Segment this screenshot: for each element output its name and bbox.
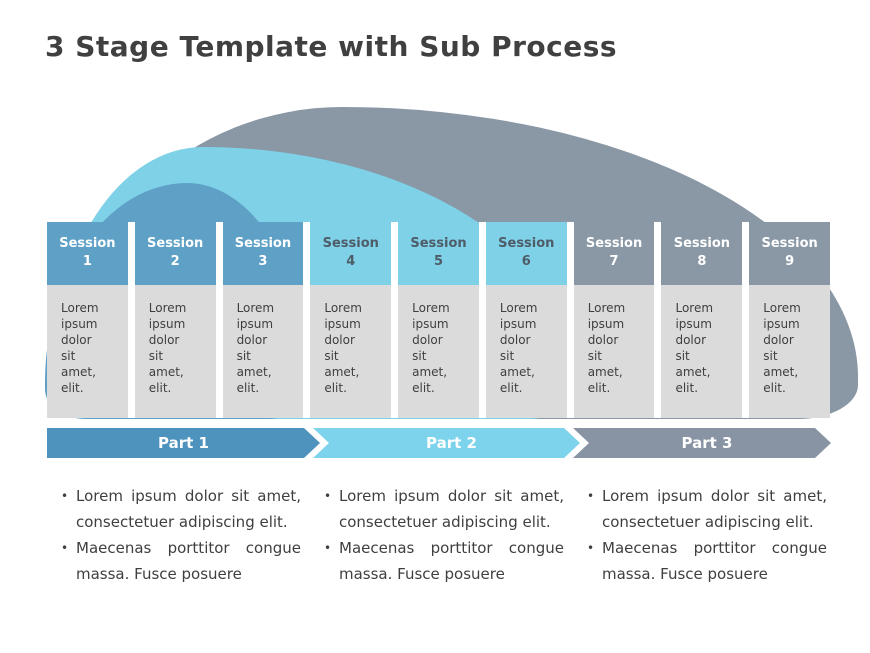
session-header-label: Session xyxy=(673,236,731,251)
stage-arrow: Part 1 xyxy=(47,428,320,458)
session-header-label: Session xyxy=(498,236,555,251)
bullet-icon: • xyxy=(61,541,69,555)
session-header: Session 3 xyxy=(222,222,304,285)
session-column: Session 3 Lorem ipsum dolor sit amet, el… xyxy=(222,222,304,418)
stage-arrow-label: Part 2 xyxy=(426,434,477,452)
bullet-icon: • xyxy=(587,489,595,503)
bullet-item: • Maecenas porttitor congue massa. Fusce… xyxy=(583,535,827,587)
session-body-text: Lorem ipsum dolor sit amet, elit. xyxy=(573,285,655,418)
session-body-text: Lorem ipsum dolor sit amet, elit. xyxy=(485,285,567,418)
session-header: Session 1 xyxy=(47,222,128,285)
bullet-icon: • xyxy=(587,541,595,555)
stage-note-column: • Lorem ipsum dolor sit amet, consectetu… xyxy=(57,483,301,587)
bullet-icon: • xyxy=(324,541,332,555)
session-header: Session 8 xyxy=(661,222,743,285)
stage-arrow: Part 2 xyxy=(313,428,580,458)
session-header-label: Session xyxy=(234,236,292,251)
session-column: Session 7 Lorem ipsum dolor sit amet, el… xyxy=(573,222,655,418)
session-header: Session 7 xyxy=(573,222,655,285)
session-column: Session 8 Lorem ipsum dolor sit amet, el… xyxy=(661,222,743,418)
session-column: Session 5 Lorem ipsum dolor sit amet, el… xyxy=(398,222,479,418)
session-header-number: 8 xyxy=(697,254,707,269)
session-body-text: Lorem ipsum dolor sit amet, elit. xyxy=(47,285,128,418)
session-column: Session 4 Lorem ipsum dolor sit amet, el… xyxy=(310,222,392,418)
session-header: Session 4 xyxy=(310,222,392,285)
bullet-icon: • xyxy=(324,489,332,503)
session-header-number: 9 xyxy=(785,254,795,269)
session-header-label: Session xyxy=(761,236,818,251)
session-header: Session 9 xyxy=(749,222,831,285)
session-column: Session 2 Lorem ipsum dolor sit amet, el… xyxy=(134,222,216,418)
session-header-number: 1 xyxy=(82,254,92,269)
session-body-text: Lorem ipsum dolor sit amet, elit. xyxy=(310,285,392,418)
bullet-item: • Lorem ipsum dolor sit amet, consectetu… xyxy=(320,483,564,535)
bullet-text: Maecenas porttitor congue massa. Fusce p… xyxy=(339,539,564,583)
stage-note-column: • Lorem ipsum dolor sit amet, consectetu… xyxy=(583,483,827,587)
session-header: Session 2 xyxy=(134,222,216,285)
session-header-number: 7 xyxy=(609,254,619,269)
session-body-text: Lorem ipsum dolor sit amet, elit. xyxy=(398,285,479,418)
session-columns: Session 1 Lorem ipsum dolor sit amet, el… xyxy=(47,222,831,418)
session-header: Session 5 xyxy=(398,222,479,285)
stage-arrow: Part 3 xyxy=(573,428,831,458)
session-body-text: Lorem ipsum dolor sit amet, elit. xyxy=(661,285,743,418)
bullet-icon: • xyxy=(61,489,69,503)
bullet-text: Lorem ipsum dolor sit amet, consectetuer… xyxy=(602,487,827,531)
session-header-number: 2 xyxy=(170,254,180,269)
session-header-label: Session xyxy=(147,236,204,251)
session-header-number: 6 xyxy=(521,254,531,269)
bullet-text: Lorem ipsum dolor sit amet, consectetuer… xyxy=(76,487,301,531)
stage-arrow-label: Part 3 xyxy=(681,434,733,452)
bullet-item: • Maecenas porttitor congue massa. Fusce… xyxy=(57,535,301,587)
session-header-label: Session xyxy=(585,236,643,251)
session-header-label: Session xyxy=(59,236,116,251)
bullet-text: Lorem ipsum dolor sit amet, consectetuer… xyxy=(339,487,564,531)
bullet-text: Maecenas porttitor congue massa. Fusce p… xyxy=(602,539,827,583)
stage-note-column: • Lorem ipsum dolor sit amet, consectetu… xyxy=(320,483,564,587)
slide-title: 3 Stage Template with Sub Process xyxy=(45,30,618,63)
bullet-item: • Lorem ipsum dolor sit amet, consectetu… xyxy=(57,483,301,535)
session-column: Session 6 Lorem ipsum dolor sit amet, el… xyxy=(485,222,567,418)
session-column: Session 9 Lorem ipsum dolor sit amet, el… xyxy=(749,222,831,418)
stage-arrow-label: Part 1 xyxy=(158,434,209,452)
session-body-text: Lorem ipsum dolor sit amet, elit. xyxy=(749,285,831,418)
session-header-number: 5 xyxy=(433,254,444,269)
session-header-label: Session xyxy=(322,236,379,251)
session-header-label: Session xyxy=(410,236,467,251)
session-column: Session 1 Lorem ipsum dolor sit amet, el… xyxy=(47,222,128,418)
session-header-number: 4 xyxy=(346,254,356,269)
session-header-number: 3 xyxy=(258,254,268,269)
bullet-text: Maecenas porttitor congue massa. Fusce p… xyxy=(76,539,301,583)
session-body-text: Lorem ipsum dolor sit amet, elit. xyxy=(134,285,216,418)
bullet-item: • Maecenas porttitor congue massa. Fusce… xyxy=(320,535,564,587)
session-body-text: Lorem ipsum dolor sit amet, elit. xyxy=(222,285,304,418)
session-header: Session 6 xyxy=(485,222,567,285)
bullet-item: • Lorem ipsum dolor sit amet, consectetu… xyxy=(583,483,827,535)
